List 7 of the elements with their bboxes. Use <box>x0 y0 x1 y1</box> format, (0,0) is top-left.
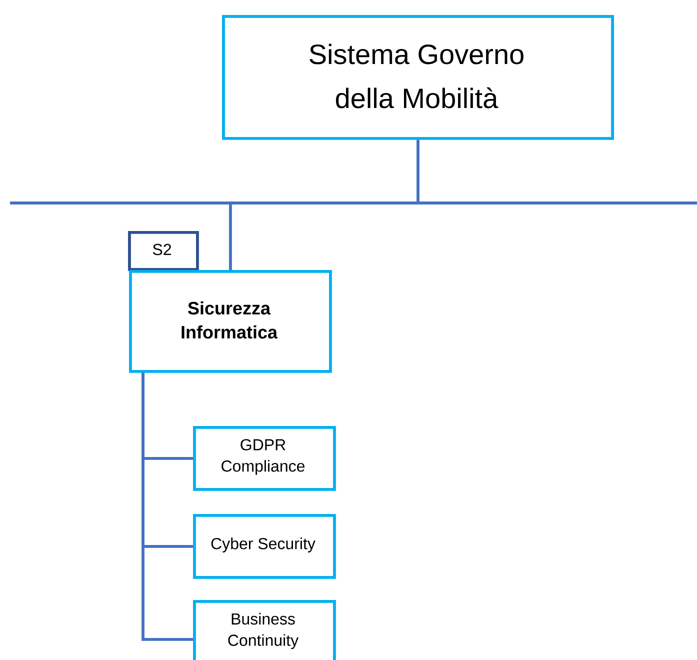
function-box: GDPR Compliance <box>193 426 336 491</box>
function-box: Cyber Security <box>193 514 336 579</box>
connector-line <box>142 372 193 641</box>
title-box: Sistema Governo della Mobilità <box>222 15 614 140</box>
code-tag: S2 <box>128 231 199 271</box>
connector-line <box>229 140 420 270</box>
function-box: Business Continuity <box>193 600 336 660</box>
